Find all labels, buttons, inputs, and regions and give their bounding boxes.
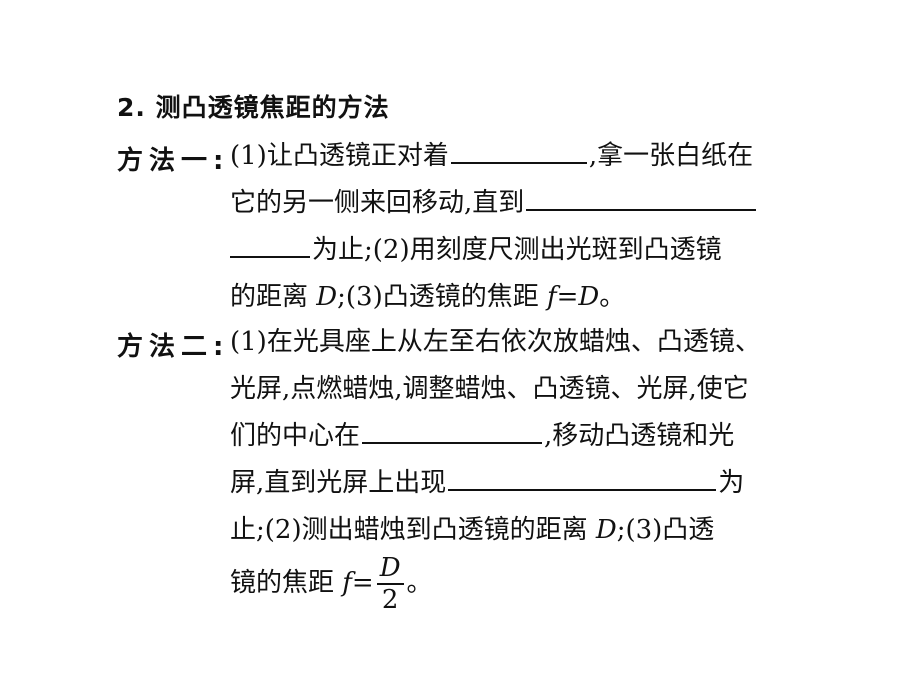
method-one-line-4: 的距离 D;(3)凸透镜的焦距 f=D。	[230, 280, 625, 314]
method-one-line-2: 它的另一侧来回移动,直到	[230, 186, 758, 220]
method-two-text: ,移动凸透镜和光	[544, 421, 735, 451]
method-one-text: 为止;(2)用刻度尺测出光斑到凸透镜	[312, 235, 722, 265]
variable-f: f	[546, 282, 557, 312]
method-one-line-3: 为止;(2)用刻度尺测出光斑到凸透镜	[230, 233, 722, 267]
variable-d: D	[595, 515, 617, 545]
method-two-line-5: 止;(2)测出蜡烛到凸透镜的距离 D;(3)凸透	[230, 513, 714, 547]
fraction-denominator: 2	[381, 585, 399, 615]
method-two-line-2: 光屏,点燃蜡烛,调整蜡烛、凸透镜、光屏,使它	[230, 372, 749, 406]
fraction-numerator: D	[376, 555, 404, 585]
equals-sign: =	[556, 282, 579, 312]
method-two-label: 方法二:	[117, 332, 230, 362]
method-one-text: 的距离	[230, 282, 317, 312]
answer-blank-4[interactable]	[448, 467, 717, 491]
method-one-label: 方法一:	[117, 146, 230, 176]
method-one-text: (1)让凸透镜正对着	[230, 141, 449, 171]
method-one-text: 它的另一侧来回移动,直到	[230, 188, 525, 218]
period: 。	[599, 282, 626, 312]
method-two-text: 们的中心在	[230, 421, 361, 451]
variable-d: D	[316, 282, 338, 312]
section-heading: 2. 测凸透镜焦距的方法	[117, 93, 390, 122]
period: 。	[406, 568, 433, 598]
method-one-line-1: (1)让凸透镜正对着 ,拿一张白纸在	[230, 139, 753, 173]
answer-blank-3[interactable]	[362, 420, 543, 444]
method-two-text: 镜的焦距	[230, 568, 343, 598]
method-two-line-3: 们的中心在 ,移动凸透镜和光	[230, 419, 734, 453]
method-two-text: 为	[718, 468, 745, 498]
method-two-text: 止;(2)测出蜡烛到凸透镜的距离	[230, 515, 596, 545]
method-two-text: (1)在光具座上从左至右依次放蜡烛、凸透镜、	[230, 327, 761, 357]
variable-d: D	[578, 282, 600, 312]
method-two-text: 屏,直到光屏上出现	[230, 468, 447, 498]
method-two-text: ;(3)凸透	[616, 515, 715, 545]
method-one-text: ;(3)凸透镜的焦距	[337, 282, 547, 312]
answer-blank-1[interactable]	[450, 140, 587, 164]
equals-sign: =	[351, 568, 374, 598]
answer-blank-2[interactable]	[526, 187, 757, 211]
answer-blank-2-cont[interactable]	[230, 234, 310, 258]
method-two-text: 光屏,点燃蜡烛,调整蜡烛、凸透镜、光屏,使它	[230, 374, 749, 404]
method-one-text: ,拿一张白纸在	[588, 141, 754, 171]
method-two-line-4: 屏,直到光屏上出现 为	[230, 466, 744, 500]
variable-f: f	[342, 568, 352, 598]
method-two-line-1: (1)在光具座上从左至右依次放蜡烛、凸透镜、	[230, 325, 761, 359]
